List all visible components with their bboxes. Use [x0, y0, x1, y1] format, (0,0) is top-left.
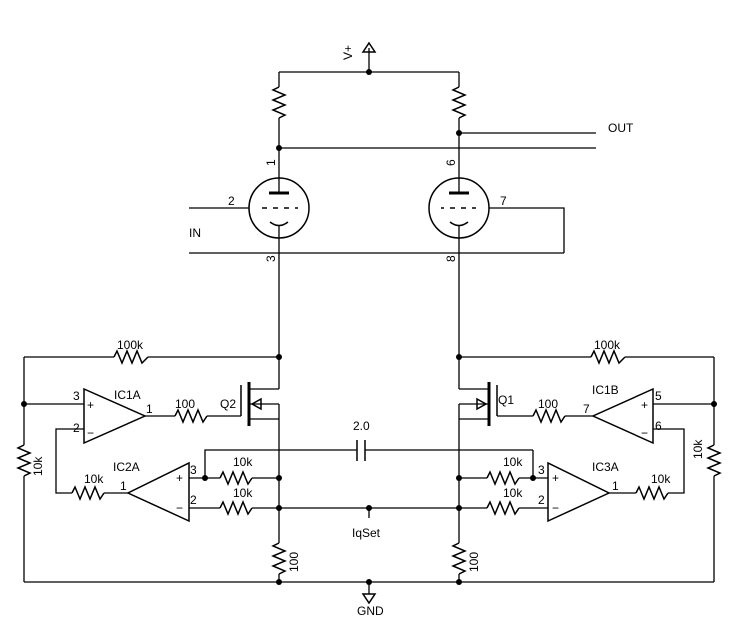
ic1a-minus-sign: −	[87, 426, 94, 440]
r-ic2-minus-value: 10k	[233, 486, 253, 500]
r-feedback-left-value: 100k	[117, 338, 144, 352]
ic1b-pin-minus: 6	[655, 419, 662, 433]
r-ic3-minus-value: 10k	[503, 486, 523, 500]
ic1a-pin-out: 1	[146, 402, 153, 416]
ic3a-name: IC3A	[592, 460, 619, 474]
ic3a-pin-minus: 2	[538, 493, 545, 507]
ic2a-pin-out: 1	[120, 479, 127, 493]
gate-resistor-left	[174, 408, 208, 424]
tube-right-cathode-pin: 8	[444, 255, 458, 262]
tube-left-cathode-pin: 3	[264, 255, 278, 262]
plate-resistor-right	[451, 86, 467, 119]
opamp-ic2a	[126, 461, 190, 523]
ic2a-plus-sign: +	[176, 471, 183, 485]
opamp-ic1b	[591, 387, 654, 445]
supply-section	[278, 41, 460, 87]
r-source-right-value: 100	[467, 552, 481, 572]
r-gate-right-value: 100	[538, 397, 558, 411]
ic2-minus-resistor	[219, 500, 253, 516]
ic1a-plus-sign: +	[87, 398, 94, 412]
ic2a-pin-plus: 3	[190, 463, 197, 477]
ic3a-plus-sign: +	[552, 471, 559, 485]
tube-right-grid-pin: 7	[500, 194, 507, 208]
ic3-out-resistor	[635, 485, 669, 501]
plate-resistor-left	[271, 86, 287, 119]
gate-resistor-right	[532, 408, 566, 424]
tube-left-plate-pin: 1	[264, 159, 278, 166]
r-side-right-value: 10k	[691, 439, 705, 459]
source-resistor-right	[451, 542, 467, 575]
r-ic2-out-value: 10k	[84, 472, 104, 486]
r-side-left-value: 10k	[31, 456, 45, 476]
r-feedback-right-value: 100k	[594, 338, 621, 352]
r-source-left-value: 100	[287, 552, 301, 572]
feedback-resistor-right	[590, 349, 626, 365]
r-ic3-out-value: 10k	[651, 472, 671, 486]
ic2a-pin-minus: 2	[190, 493, 197, 507]
ground-symbol	[361, 593, 377, 605]
in-label: IN	[189, 226, 201, 240]
ic3a-pin-out: 1	[612, 479, 619, 493]
ic1a-pin-plus: 3	[73, 389, 80, 403]
cap-value: 2.0	[353, 419, 370, 433]
ic1b-pin-plus: 5	[655, 389, 662, 403]
ic3-minus-resistor	[486, 500, 520, 516]
vplus-label: V+	[341, 45, 355, 60]
tube-left	[189, 177, 310, 239]
iqset-label: IqSet	[352, 526, 381, 540]
ic1a-name: IC1A	[114, 388, 141, 402]
coupling-capacitor	[356, 440, 366, 461]
ic1b-pin-out: 7	[583, 402, 590, 416]
tube-right-plate-pin: 6	[444, 159, 458, 166]
side-resistor-left	[16, 444, 32, 477]
ic1b-minus-sign: −	[641, 426, 648, 440]
tube-left-grid-pin: 2	[228, 194, 235, 208]
transistor-q1	[459, 382, 498, 426]
ic3a-minus-sign: −	[552, 501, 559, 515]
ic2-plus-resistor	[219, 470, 253, 486]
out-label: OUT	[608, 121, 634, 135]
source-resistor-left	[271, 542, 287, 575]
ic2a-name: IC2A	[113, 460, 140, 474]
ic1a-pin-minus: 2	[73, 421, 80, 435]
q2-label: Q2	[220, 397, 236, 411]
ic1b-plus-sign: +	[641, 398, 648, 412]
feedback-resistor-left	[113, 349, 149, 365]
ic2a-minus-sign: −	[176, 501, 183, 515]
opamp-ic3a	[547, 461, 611, 523]
ic3a-pin-plus: 3	[538, 463, 545, 477]
side-resistor-right	[706, 444, 722, 477]
transistor-q2	[240, 382, 279, 426]
q1-label: Q1	[498, 393, 514, 407]
r-gate-left-value: 100	[175, 397, 195, 411]
r-ic2-plus-value: 10k	[233, 455, 253, 469]
gnd-label: GND	[357, 604, 384, 618]
ic1b-name: IC1B	[592, 383, 619, 397]
ic2-out-resistor	[71, 485, 105, 501]
r-ic3-plus-value: 10k	[503, 455, 523, 469]
tube-right	[428, 177, 565, 253]
opamp-ic1a	[83, 387, 147, 445]
ic3-plus-resistor	[486, 470, 520, 486]
